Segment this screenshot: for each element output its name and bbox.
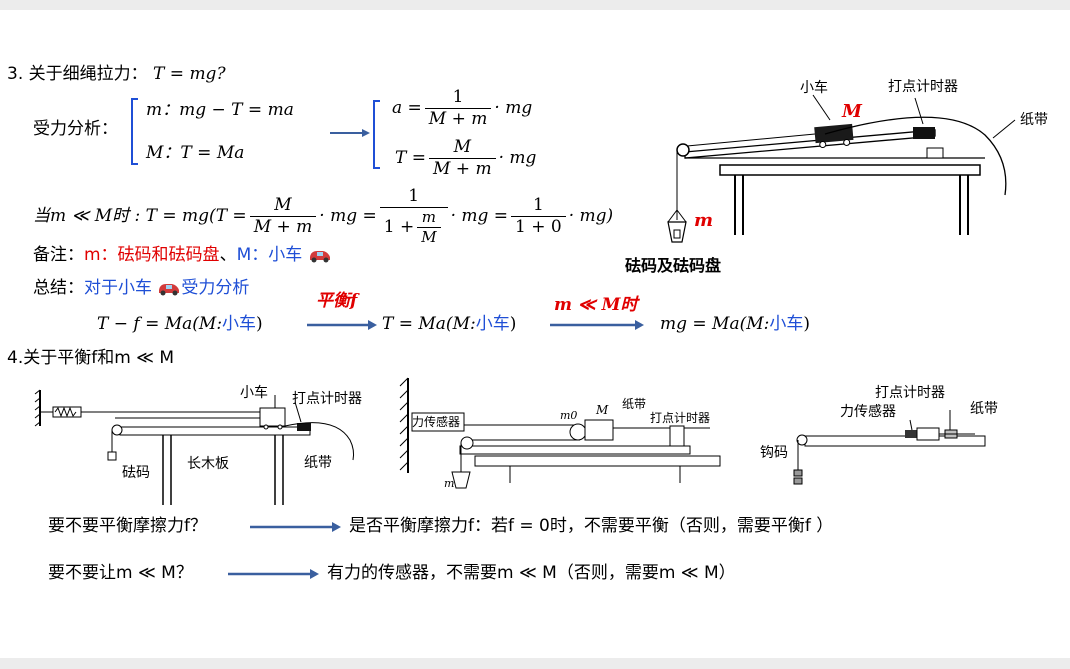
eq-chain-2: T = Ma(M:小车)	[382, 314, 517, 334]
eq-chain-3: mg = Ma(M:小车)	[660, 314, 811, 334]
arrow1-label: 平衡f	[316, 291, 358, 311]
d3-sensor-label: 力传感器	[412, 415, 461, 429]
diagram-hook-weight	[793, 410, 986, 485]
d1-cart-mass: M	[842, 101, 862, 122]
arrow2-label: m ≪ M时	[554, 295, 638, 315]
d3-m-label: m	[444, 477, 455, 490]
d2-timer-label: 打点计时器	[292, 391, 362, 407]
question-2: 要不要让m ≪ M？	[48, 563, 193, 583]
answer-2: 有力的传感器，不需要m ≪ M（否则，需要m ≪ M）	[327, 563, 736, 583]
d1-hanging-mass: m	[694, 210, 714, 231]
d2-board-label: 长木板	[187, 456, 229, 472]
section3-heading: 3. 关于细绳拉力： T = mg?	[7, 66, 226, 83]
section4-heading: 4.关于平衡f和m ≪ M	[7, 348, 175, 368]
summary-line: 总结：对于小车 受力分析	[33, 278, 250, 298]
left-bracket-2	[373, 100, 380, 169]
d1-tape-label: 纸带	[1020, 112, 1048, 128]
arrow-to-solution	[330, 129, 370, 137]
d1-caption: 砝码及砝码盘	[625, 256, 722, 275]
arrow-q2	[228, 569, 319, 579]
heading-equation: T = mg?	[153, 64, 226, 84]
d2-tape-label: 纸带	[304, 455, 332, 471]
d3-M-label: M	[596, 403, 609, 417]
d2-cart-label: 小车	[240, 385, 268, 401]
eq-chain-1: T − f = Ma(M:小车)	[97, 314, 263, 334]
diagram-cart-on-incline	[667, 94, 1016, 243]
arrow-balance-f	[307, 320, 377, 330]
equation-M: M：T = Ma	[146, 143, 245, 163]
force-analysis-label: 受力分析：	[33, 119, 118, 139]
heading-number: 3.	[7, 64, 24, 84]
d4-hook-weight-label: 钩码	[760, 445, 788, 461]
diagram-spring-balance	[34, 389, 355, 505]
diagram-force-sensor-wall	[399, 377, 721, 489]
answer-1: 是否平衡摩擦力f：若f = 0时，不需要平衡（否则，需要平衡f ）	[349, 516, 834, 536]
arrow-q1	[250, 522, 341, 532]
heading-text: 关于细绳拉力：	[28, 64, 148, 84]
d4-tape-label: 纸带	[970, 401, 998, 417]
d3-timer-label: 打点计时器	[650, 411, 711, 425]
d4-sensor-label: 力传感器	[840, 404, 896, 420]
d2-weight-label: 砝码	[122, 465, 150, 481]
d1-cart-label: 小车	[800, 80, 828, 96]
d3-m0-label: m0	[560, 409, 578, 422]
car-icon	[309, 251, 330, 263]
d4-timer-label: 打点计时器	[875, 385, 945, 401]
question-1: 要不要平衡摩擦力f？	[48, 516, 207, 536]
equation-m: m：mg − T = ma	[146, 100, 294, 120]
left-bracket-1	[131, 98, 138, 165]
slide	[0, 10, 1070, 658]
note-line: 备注：m：砝码和砝码盘、M：小车	[33, 247, 332, 264]
d3-tape-label: 纸带	[622, 397, 647, 411]
arrow-m-much-less	[550, 320, 644, 330]
d1-timer-label: 打点计时器	[888, 79, 958, 95]
car-icon	[159, 284, 180, 296]
